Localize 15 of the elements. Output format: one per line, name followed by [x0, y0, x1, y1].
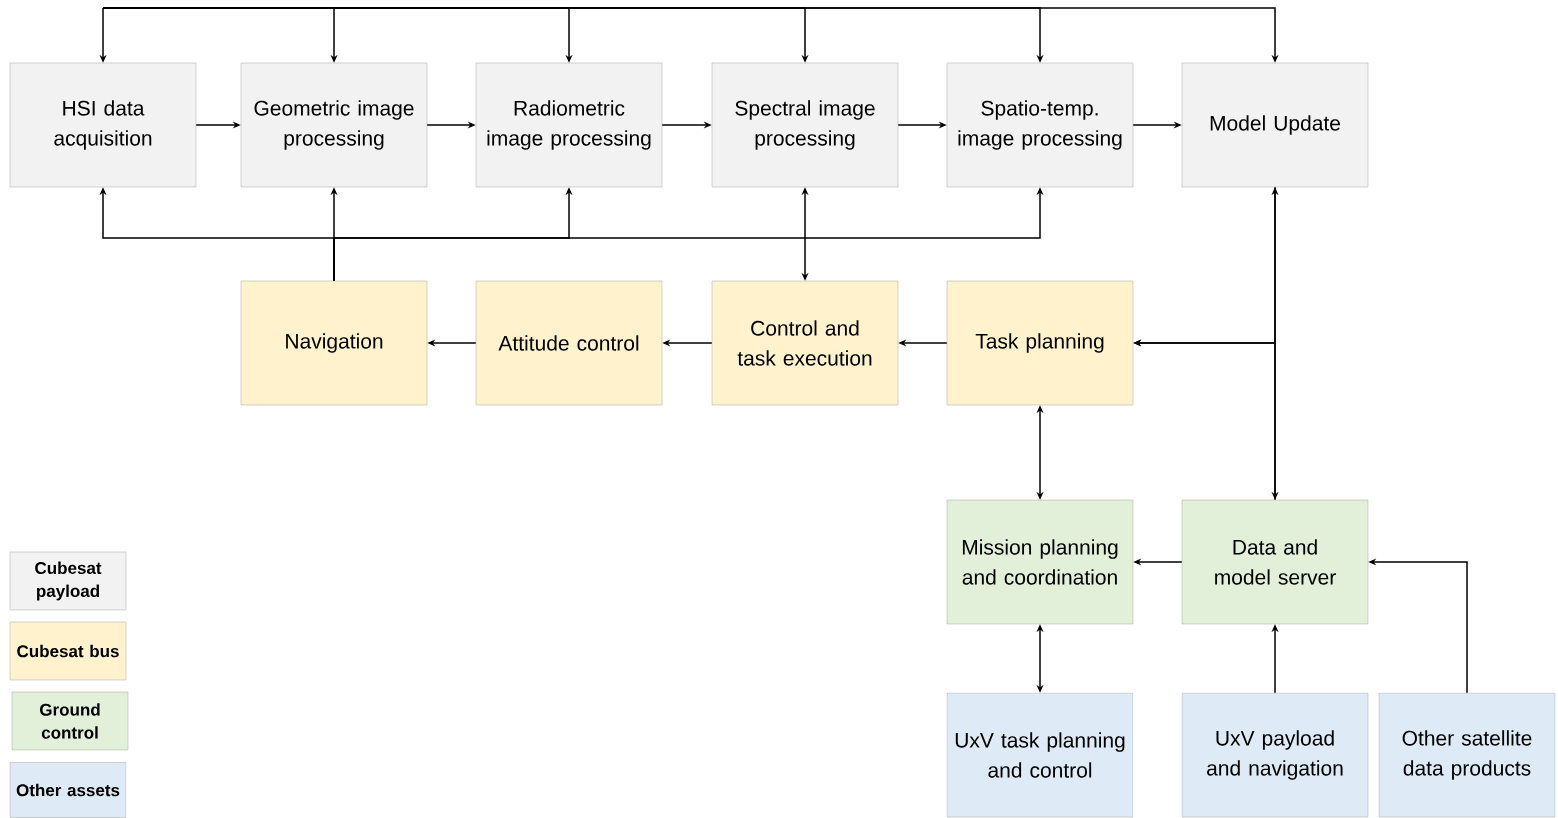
- process-box: Task planning: [946, 280, 1134, 406]
- process-box: Radiometric image processing: [475, 62, 663, 188]
- process-box: Data and model server: [1181, 499, 1369, 625]
- process-box: Geometric image processing: [240, 62, 428, 188]
- process-box: Model Update: [1181, 62, 1369, 188]
- process-box: UxV task planning and control: [946, 692, 1134, 818]
- process-box: Control and task execution: [711, 280, 899, 406]
- process-box: Other satellite data products: [1378, 692, 1556, 818]
- process-box: Mission planning and coordination: [946, 499, 1134, 625]
- process-box: Navigation: [240, 280, 428, 406]
- process-box: Spectral image processing: [711, 62, 899, 188]
- process-box: UxV payload and navigation: [1181, 692, 1369, 818]
- process-box: Attitude control: [475, 280, 663, 406]
- process-box: Spatio-temp. image processing: [946, 62, 1134, 188]
- process-box: HSI data acquisition: [9, 62, 197, 188]
